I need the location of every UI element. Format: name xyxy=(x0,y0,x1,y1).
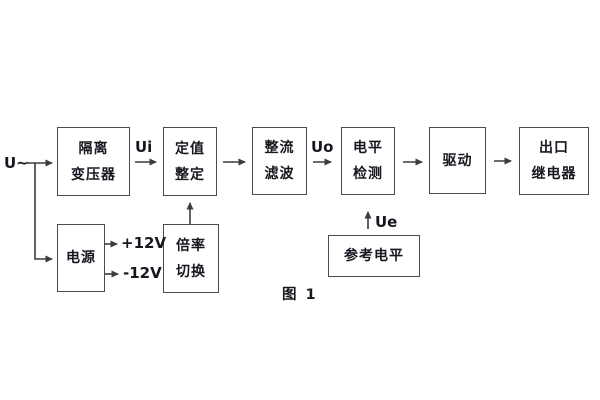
block-rectifier-filter: 整流 滤波 xyxy=(252,127,307,195)
block-label: 切换 xyxy=(176,263,206,280)
block-label: 整流 xyxy=(264,140,295,156)
block-label: 电平 xyxy=(353,140,383,156)
block-label: 整定 xyxy=(175,166,205,183)
arrow-input-to-power xyxy=(34,163,53,263)
block-label: 参考电平 xyxy=(344,248,404,264)
figure-caption: 图 1 xyxy=(282,287,318,303)
block-driver: 驱动 xyxy=(429,127,486,194)
block-label: 继电器 xyxy=(531,166,577,182)
block-label: 倍率 xyxy=(176,237,206,254)
block-ratio-switch: 倍率 切换 xyxy=(163,224,219,293)
block-label: 变压器 xyxy=(71,166,116,183)
block-power-supply: 电源 xyxy=(57,224,105,292)
label-ui: Ui xyxy=(135,138,153,156)
block-isolation-transformer: 隔离 变压器 xyxy=(57,127,130,196)
block-label: 定值 xyxy=(175,140,205,157)
block-label: 电源 xyxy=(66,250,96,266)
label-uo: Uo xyxy=(311,138,334,156)
label-input-voltage: U~ xyxy=(4,154,29,172)
block-label: 驱动 xyxy=(442,152,473,169)
label-rail-negative: -12V xyxy=(123,264,162,282)
block-setting-adjust: 定值 整定 xyxy=(163,127,217,196)
block-level-detector: 电平 检测 xyxy=(341,127,395,195)
label-rail-positive: +12V xyxy=(121,234,167,252)
label-ue: Ue xyxy=(375,213,398,231)
block-label: 隔离 xyxy=(78,140,109,157)
block-label: 滤波 xyxy=(264,166,295,182)
block-reference-level: 参考电平 xyxy=(328,235,420,277)
block-label: 检测 xyxy=(353,166,383,182)
block-output-relay: 出口 继电器 xyxy=(519,127,589,195)
block-label: 出口 xyxy=(539,140,569,156)
